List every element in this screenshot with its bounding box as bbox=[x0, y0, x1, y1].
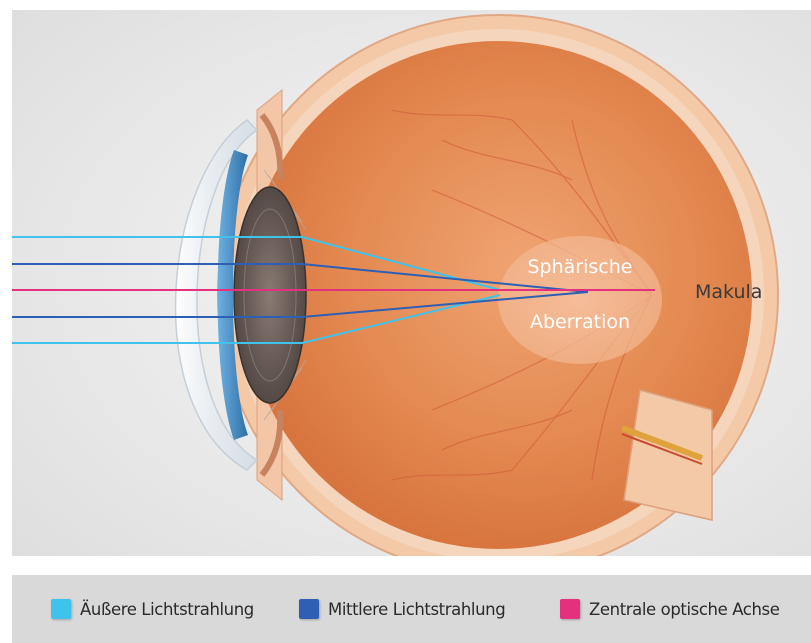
macula-label: Makula bbox=[695, 281, 762, 303]
aberration-label-line2: Aberration bbox=[530, 311, 630, 333]
outer-rays-swatch-icon bbox=[51, 599, 71, 619]
middle-rays-swatch-icon bbox=[299, 599, 319, 619]
eye-illustration: Sphärische Aberration Makula bbox=[12, 10, 811, 556]
lens bbox=[234, 187, 306, 403]
legend-label-middle: Mittlere Lichtstrahlung bbox=[328, 600, 505, 619]
legend-item-central-axis: Zentrale optische Achse bbox=[560, 575, 779, 643]
legend-label-axis: Zentrale optische Achse bbox=[589, 600, 779, 619]
aberration-label-line1: Sphärische bbox=[528, 256, 633, 278]
legend-item-outer-rays: Äußere Lichtstrahlung bbox=[51, 575, 254, 643]
eye-cross-section-figure: Sphärische Aberration Makula bbox=[12, 10, 811, 556]
central-axis-swatch-icon bbox=[560, 599, 580, 619]
legend-label-outer: Äußere Lichtstrahlung bbox=[80, 600, 254, 619]
legend: Äußere Lichtstrahlung Mittlere Lichtstra… bbox=[12, 575, 811, 643]
legend-item-middle-rays: Mittlere Lichtstrahlung bbox=[299, 575, 505, 643]
